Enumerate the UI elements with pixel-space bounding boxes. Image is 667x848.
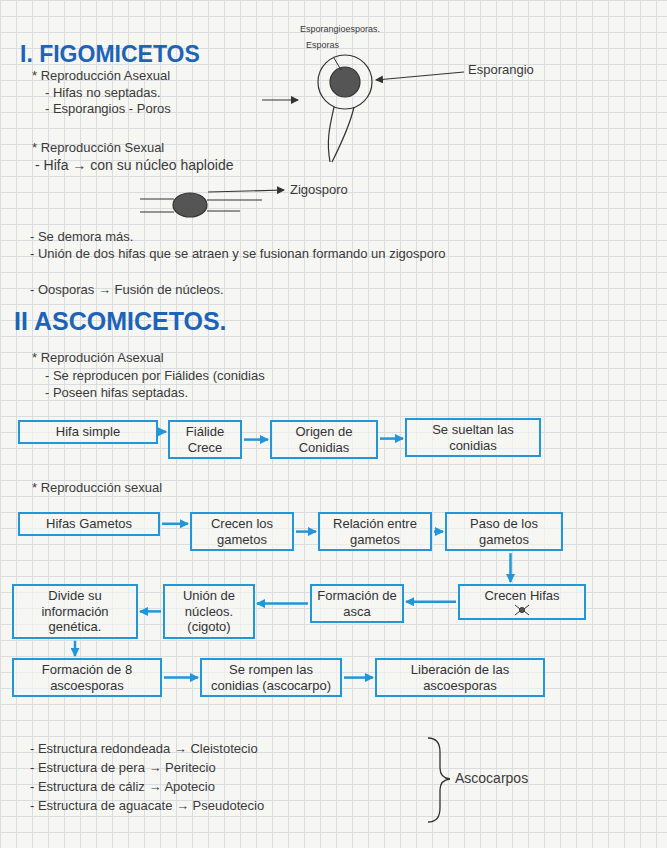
process-box: Fiálide Crece bbox=[168, 420, 242, 459]
process-box: Crecen los gametos bbox=[190, 512, 294, 551]
leader-arrow bbox=[208, 190, 284, 192]
section-heading: II ASCOMICETOS. bbox=[14, 306, 227, 337]
note-text: - Hifa → con su núcleo haploide bbox=[35, 157, 233, 175]
note-text: Esporas bbox=[306, 40, 339, 51]
curly-brace bbox=[428, 738, 450, 822]
flow-arrow bbox=[164, 676, 198, 679]
box-text: Paso de los gametos bbox=[452, 516, 556, 547]
leader-line bbox=[334, 58, 341, 70]
note-text: Ascocarpos bbox=[455, 770, 528, 788]
box-text: Fiálide Crece bbox=[175, 424, 235, 455]
leader-arrow bbox=[376, 72, 464, 80]
flow-arrow bbox=[434, 530, 443, 533]
process-box: Unión de núcleos. (cigoto) bbox=[163, 584, 255, 639]
note-text: - Oosporas → Fusión de núcleos. bbox=[30, 282, 224, 298]
flow-arrow bbox=[244, 438, 268, 441]
flow-arrow bbox=[344, 676, 373, 679]
note-text: Zigosporo bbox=[290, 182, 348, 198]
note-text: - Hifas no septadas. bbox=[45, 85, 161, 101]
box-text: Formación de asca bbox=[317, 588, 397, 619]
flow-arrow bbox=[509, 553, 512, 582]
hypha-sketch bbox=[513, 604, 531, 616]
zygospore-drawing bbox=[140, 193, 262, 217]
note-text: - Estructura redondeada → Cleistotecio bbox=[30, 741, 258, 757]
note-text: * Reproducción Sexual bbox=[32, 140, 164, 156]
box-text: Origen de Conidias bbox=[277, 424, 371, 455]
flow-arrow bbox=[380, 437, 403, 440]
note-text: * Reproducción sexual bbox=[32, 480, 162, 496]
process-box: Hifa simple bbox=[18, 420, 158, 444]
box-text: Liberación de las ascoesporas bbox=[382, 662, 538, 693]
box-text: Hifas Gametos bbox=[25, 516, 153, 532]
pointer-arrow bbox=[262, 99, 298, 100]
note-text: Esporangioesporas. bbox=[300, 24, 380, 35]
flow-arrow bbox=[406, 601, 456, 604]
process-box: Liberación de las ascoesporas bbox=[375, 658, 545, 697]
box-text: Formación de 8 ascoesporas bbox=[19, 662, 155, 693]
box-text: Se rompen las conidias (ascocarpo) bbox=[207, 662, 335, 693]
process-box: Hifas Gametos bbox=[18, 512, 160, 536]
note-text: - Esporangios - Poros bbox=[45, 101, 171, 117]
note-text: Esporangio bbox=[468, 62, 534, 78]
flow-arrow bbox=[257, 602, 308, 605]
process-box: Divide su información genética. bbox=[12, 584, 138, 639]
process-box: Relación entre gametos bbox=[318, 512, 432, 551]
note-text: - Estructura de aguacate → Pseudotecio bbox=[30, 798, 264, 814]
box-text: Se sueltan las conidias bbox=[412, 422, 534, 453]
process-box: Formación de 8 ascoesporas bbox=[12, 658, 162, 697]
note-text: - Estructura de pera → Peritecio bbox=[30, 760, 216, 776]
box-text: Unión de núcleos. (cigoto) bbox=[170, 588, 248, 635]
note-text: * Reproducción Asexual bbox=[32, 68, 170, 84]
note-text: - Estructura de cáliz → Apotecio bbox=[30, 779, 215, 795]
flow-arrow bbox=[296, 530, 316, 533]
process-box: Crecen Hifas bbox=[458, 584, 586, 620]
flow-arrow bbox=[140, 610, 161, 613]
box-text: Relación entre gametos bbox=[325, 516, 425, 547]
box-text: Divide su información genética. bbox=[19, 588, 131, 635]
process-box: Paso de los gametos bbox=[445, 512, 563, 551]
note-text: - Se reproducen por Fiálides (conidias bbox=[45, 368, 265, 384]
process-box: Formación de asca bbox=[310, 584, 404, 623]
sporangium-drawing bbox=[318, 55, 372, 162]
note-text: - Poseen hifas septadas. bbox=[45, 385, 188, 401]
flow-arrow bbox=[74, 641, 77, 656]
box-text: Crecen los gametos bbox=[197, 516, 287, 547]
box-text: Crecen Hifas bbox=[465, 588, 579, 604]
note-text: * Reprodución Asexual bbox=[32, 350, 164, 366]
process-box: Se rompen las conidias (ascocarpo) bbox=[200, 658, 342, 697]
process-box: Se sueltan las conidias bbox=[405, 418, 541, 457]
note-text: - Se demora más. bbox=[30, 229, 133, 245]
box-text: Hifa simple bbox=[25, 424, 151, 440]
note-text: - Unión de dos hifas que se atraen y se … bbox=[30, 246, 620, 262]
flow-arrow bbox=[160, 431, 166, 434]
section-heading: I. FIGOMICETOS bbox=[20, 40, 200, 69]
flow-arrow bbox=[162, 523, 188, 526]
process-box: Origen de Conidias bbox=[270, 420, 378, 459]
